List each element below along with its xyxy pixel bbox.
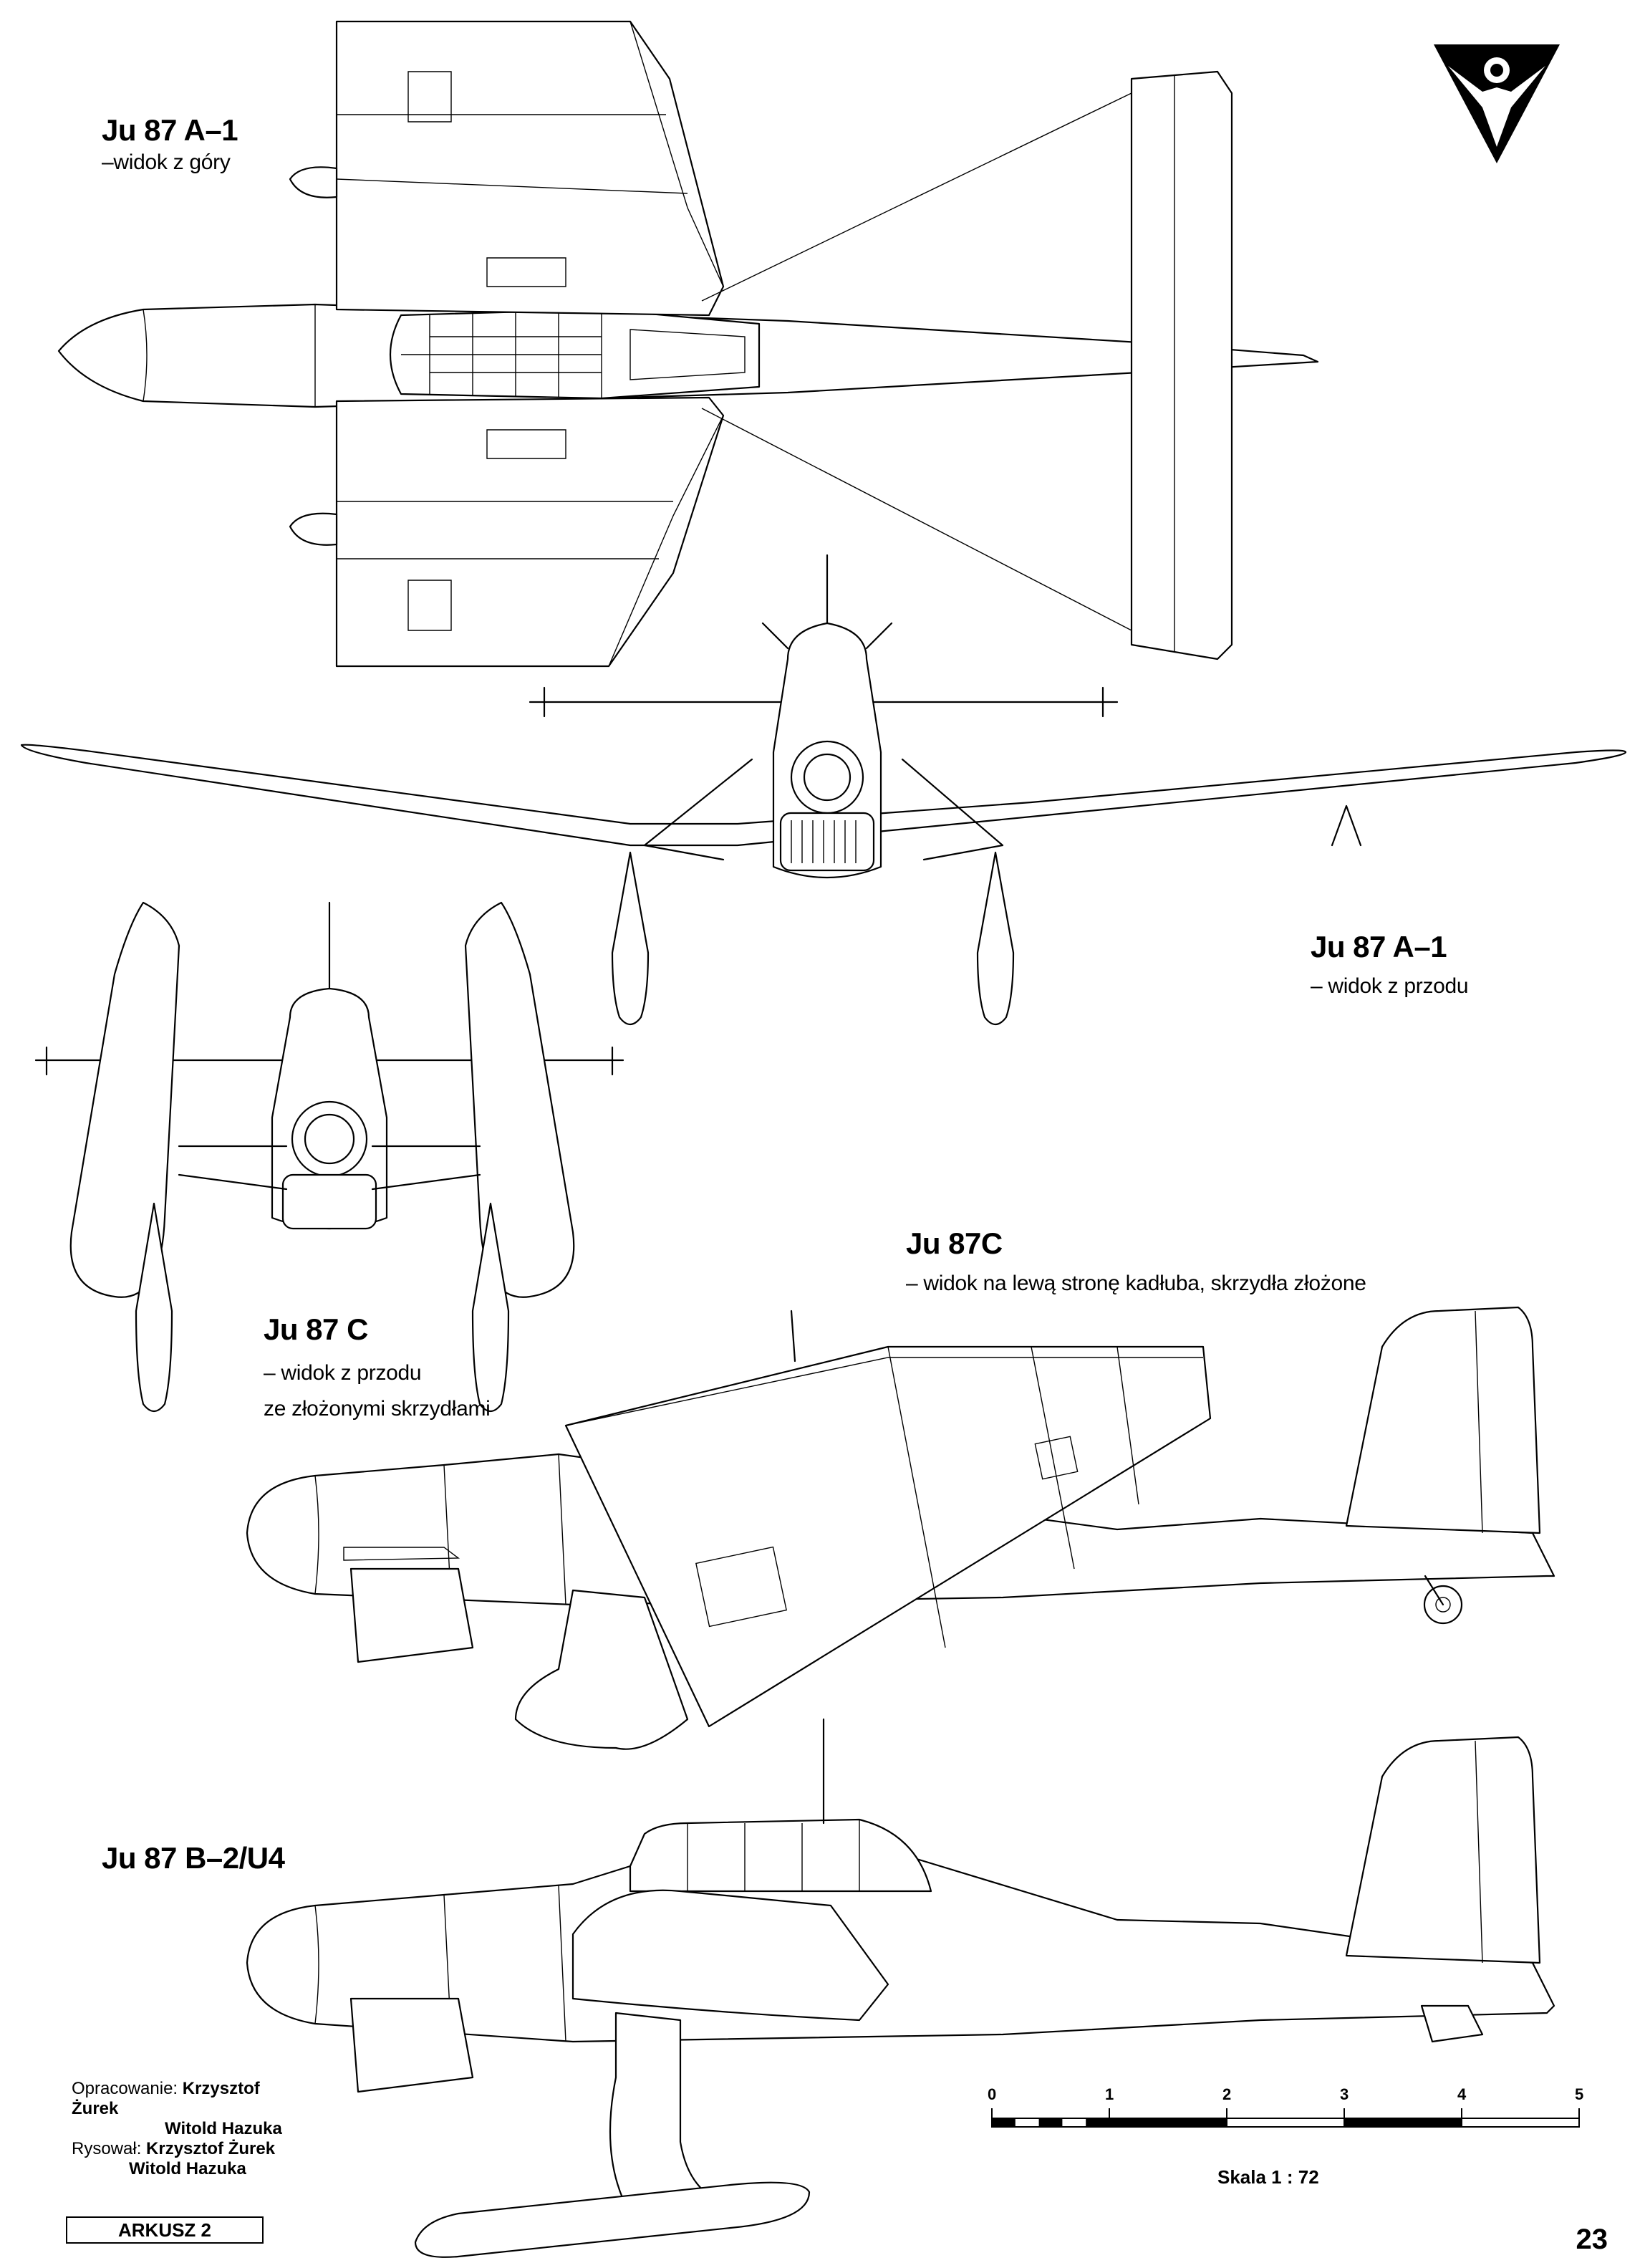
scale-segment <box>1344 2118 1462 2127</box>
side-view-c-drawing <box>247 1307 1554 1749</box>
prepared-name-2: Witold Hazuka <box>165 2119 282 2138</box>
scale-tick-label: 2 <box>1222 2085 1232 2103</box>
scale-bar <box>992 2108 1579 2127</box>
side-view-b2-title: Ju 87 B–2/U4 <box>102 1841 285 1875</box>
scale-caption: Skala 1 : 72 <box>1217 2166 1319 2188</box>
side-view-c-title: Ju 87C <box>906 1226 1003 1260</box>
front-view-a1-title: Ju 87 A–1 <box>1311 930 1447 964</box>
page-number: 23 <box>1576 2224 1608 2255</box>
front-view-c-drawing <box>36 903 623 1411</box>
side-view-c-subtitle: – widok na lewą stronę kadłuba, skrzydła… <box>906 1272 1366 1295</box>
front-view-c-title: Ju 87 C <box>264 1312 368 1346</box>
scale-tick-label: 0 <box>988 2085 997 2103</box>
prepared-label: Opracowanie: <box>72 2079 178 2098</box>
scale-tick-label: 5 <box>1575 2085 1584 2103</box>
front-view-c-subtitle-line2: ze złożonymi skrzydłami <box>264 1397 491 1421</box>
top-view-subtitle: –widok z góry <box>102 150 231 174</box>
top-view-drawing <box>59 21 1318 666</box>
scale-segment <box>1038 2118 1063 2127</box>
scale-tick-label: 4 <box>1457 2085 1467 2103</box>
scale-bar-segments <box>992 2118 1462 2127</box>
publisher-logo-triangle <box>1434 44 1560 163</box>
prepared-name-1: Krzysztof Żurek <box>72 2079 260 2118</box>
top-view-title: Ju 87 A–1 <box>102 113 238 147</box>
scale-segment <box>1109 2118 1227 2127</box>
credits-block: Opracowanie: Krzysztof Żurek Witold Hazu… <box>72 2079 301 2179</box>
scale-tick-label: 3 <box>1340 2085 1349 2103</box>
drawn-name-1: Krzysztof Żurek <box>146 2139 276 2158</box>
side-view-b2-drawing <box>247 1719 1554 2257</box>
scale-segment <box>1086 2118 1109 2127</box>
scale-segment <box>992 2118 1016 2127</box>
scale-bar-ticks <box>992 2108 1579 2127</box>
drawn-name-2: Witold Hazuka <box>129 2159 246 2178</box>
front-view-a1-drawing <box>21 555 1626 1024</box>
scale-tick-label: 1 <box>1105 2085 1114 2103</box>
front-view-a1-subtitle: – widok z przodu <box>1311 974 1469 998</box>
sheet-label: ARKUSZ 2 <box>66 2216 264 2244</box>
front-view-c-subtitle-line1: – widok z przodu <box>264 1361 422 1385</box>
drawn-label: Rysował: <box>72 2139 142 2158</box>
